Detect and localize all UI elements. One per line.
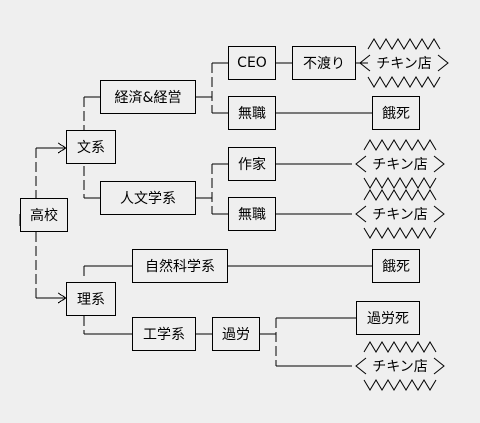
shout-chicken-4: チキン店: [352, 340, 448, 392]
shout-bottom-spikes: [363, 227, 437, 239]
shout-top-spikes: [363, 139, 437, 151]
shout-right-bracket: [437, 54, 449, 72]
node-bunkei: 文系: [66, 130, 116, 164]
node-gashi-2: 餓死: [372, 249, 420, 283]
node-mushoku-1: 無職: [228, 96, 276, 130]
shout-chicken-4-label: チキン店: [372, 359, 428, 375]
shout-right-bracket: [433, 155, 445, 173]
node-karou: 過労: [212, 317, 260, 351]
node-sakka: 作家: [228, 147, 276, 181]
shout-right-bracket: [433, 357, 445, 375]
node-gashi-1: 餓死: [372, 96, 420, 130]
node-mushoku-2: 無職: [228, 197, 276, 231]
shout-bottom-spikes: [363, 177, 437, 189]
shout-chicken-2-label: チキン店: [372, 157, 428, 173]
shout-chicken-1: チキン店: [356, 37, 452, 89]
shout-chicken-3-label: チキン店: [372, 207, 428, 223]
node-koukou: 高校: [20, 198, 68, 232]
node-jinbun: 人文学系: [100, 181, 196, 215]
shout-chicken-1-label: チキン店: [376, 56, 432, 72]
shout-left-bracket: [355, 205, 367, 223]
node-ceo: CEO: [228, 46, 276, 80]
shout-chicken-2: チキン店: [352, 138, 448, 190]
shout-right-bracket: [433, 205, 445, 223]
shout-left-bracket: [355, 357, 367, 375]
node-shizen: 自然科学系: [132, 249, 228, 283]
node-fuwatari: 不渡り: [292, 46, 356, 80]
shout-left-bracket: [359, 54, 371, 72]
shout-left-bracket: [355, 155, 367, 173]
node-keizai: 経済&経営: [100, 80, 196, 114]
node-kougaku: 工学系: [132, 317, 196, 351]
shout-chicken-3: チキン店: [352, 188, 448, 240]
node-karoushi: 過労死: [356, 301, 420, 335]
shout-bottom-spikes: [363, 379, 437, 391]
shout-bottom-spikes: [367, 76, 441, 88]
shout-top-spikes: [363, 341, 437, 353]
node-rikei: 理系: [66, 282, 116, 316]
shout-top-spikes: [367, 38, 441, 50]
shout-top-spikes: [363, 189, 437, 201]
